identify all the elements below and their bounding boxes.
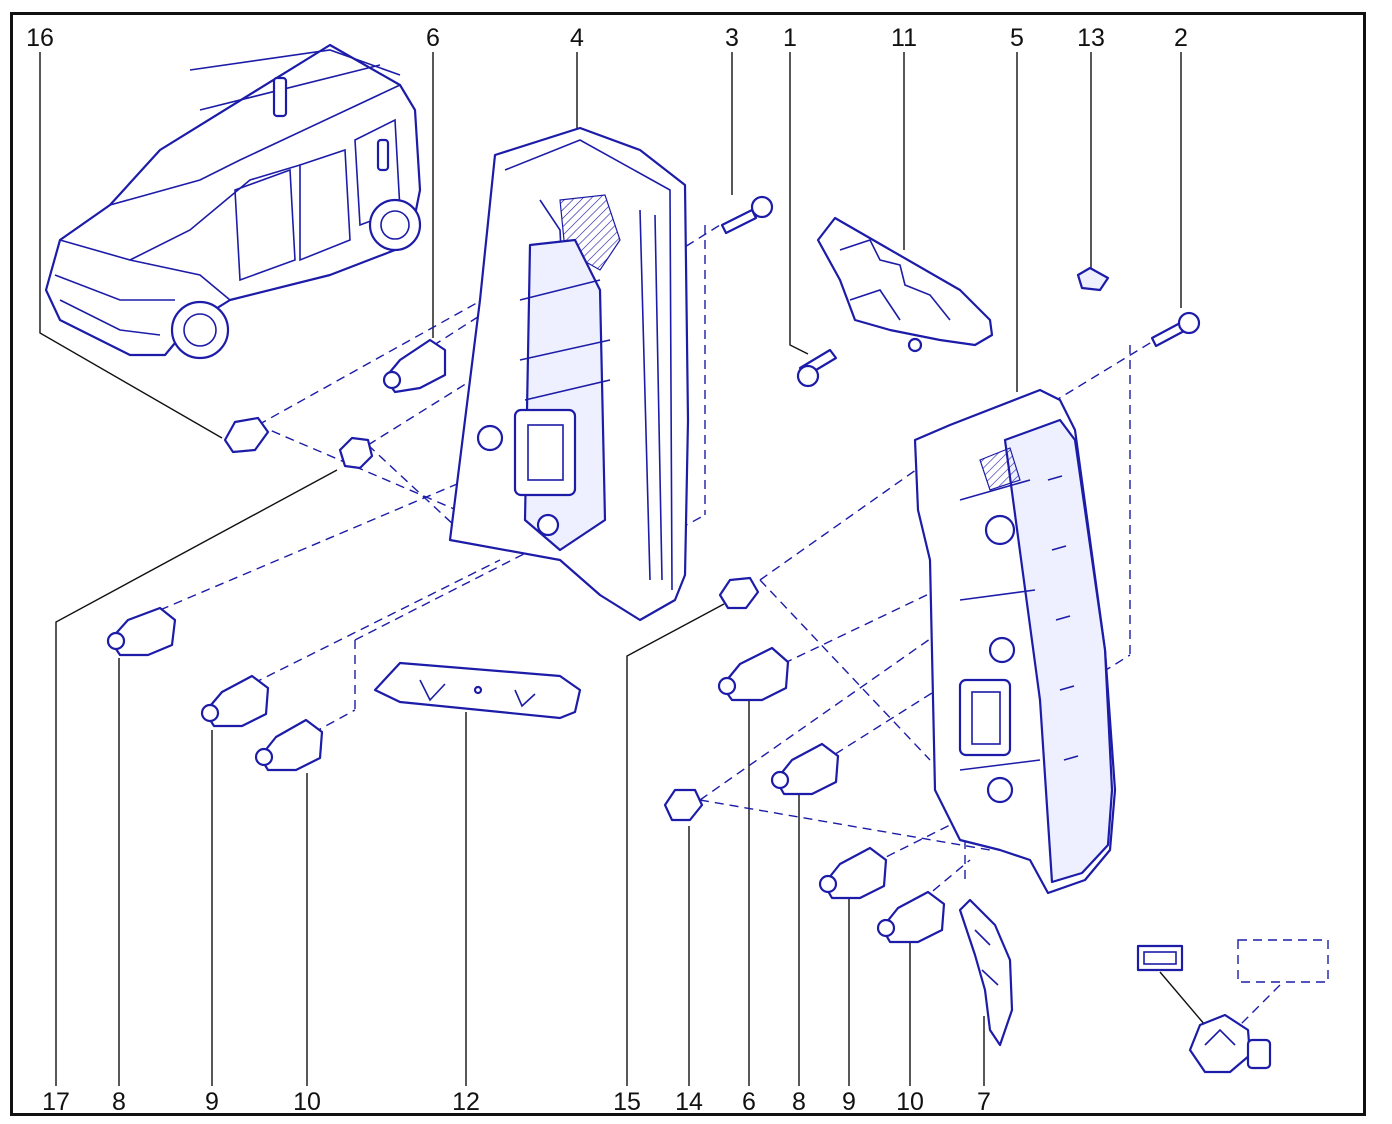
bulbs (106, 338, 946, 944)
bulb-9-right (818, 846, 888, 900)
gasket-12 (373, 661, 582, 720)
clip-16 (223, 416, 270, 454)
callout-6-top: 6 (426, 24, 440, 52)
corner-piece-7 (958, 898, 1014, 1047)
leader-lines (39, 52, 1182, 1086)
callout-11-top: 11 (891, 24, 917, 52)
callout-10-bottom-right: 10 (896, 1088, 924, 1116)
callout-7-bottom: 7 (977, 1088, 991, 1116)
bulb-type-box-solid (1136, 944, 1184, 972)
callout-10-bottom: 10 (293, 1088, 321, 1116)
bulb-type-box-dashed (1237, 939, 1329, 983)
rear-lamp-housing-left (448, 126, 690, 622)
callout-1-top: 1 (783, 24, 797, 52)
van-illustration (44, 43, 422, 360)
callout-8-bottom: 8 (112, 1088, 126, 1116)
clip-17 (338, 436, 374, 470)
callout-9-bottom-right: 9 (842, 1088, 856, 1116)
callout-13-top: 13 (1077, 24, 1105, 52)
bulb-reference (1136, 939, 1329, 1074)
callout-9-bottom: 9 (205, 1088, 219, 1116)
bulb-8-left (106, 606, 177, 657)
bulb-6-top (382, 338, 447, 394)
screw-3 (720, 208, 758, 235)
bracket-11 (816, 216, 994, 353)
callout-3-top: 3 (725, 24, 739, 52)
diagram-frame (10, 12, 1366, 1116)
callouts-top: 16 6 4 3 1 11 5 13 2 (26, 24, 1188, 52)
fasteners (223, 195, 1201, 822)
callout-6-bottom: 6 (742, 1088, 756, 1116)
callout-2-top: 2 (1174, 24, 1188, 52)
bulb-10-right (876, 890, 946, 944)
callout-12-bottom: 12 (452, 1088, 480, 1116)
callout-14-bottom: 14 (675, 1088, 703, 1116)
callouts-bottom: 17 8 9 10 12 15 14 6 8 9 10 7 (42, 1088, 991, 1116)
bulb-9-left (200, 674, 270, 728)
callout-15-bottom: 15 (613, 1088, 641, 1116)
bulb-10-left (254, 718, 324, 772)
bulb-reference-icon (1188, 1013, 1272, 1074)
callout-8-bottom-right: 8 (792, 1088, 806, 1116)
callout-17-bottom: 17 (42, 1088, 70, 1116)
callout-5-top: 5 (1010, 24, 1024, 52)
bulb-8-right (770, 742, 840, 796)
clip-13 (1076, 266, 1110, 292)
clip-14 (663, 788, 704, 822)
bulb-6-right (717, 646, 790, 702)
callout-4-top: 4 (570, 24, 584, 52)
callout-16-top: 16 (26, 24, 54, 52)
rear-lamp-unit-right (913, 388, 1117, 895)
clip-15 (718, 576, 760, 610)
